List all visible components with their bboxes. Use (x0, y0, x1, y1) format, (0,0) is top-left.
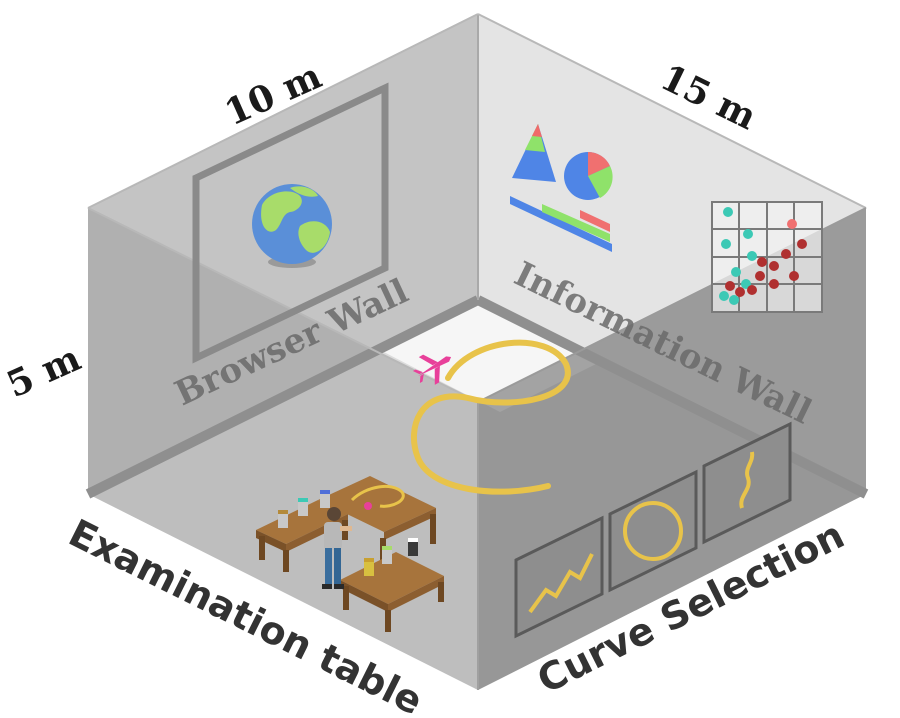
person-icon (322, 507, 352, 589)
airplane-icon (412, 354, 452, 385)
floating-curve (411, 339, 571, 495)
curve-selection-panels (514, 421, 792, 639)
height-label: 5 m (1, 337, 87, 406)
scatter-plot-icon (711, 201, 823, 313)
room-walls (85, 13, 869, 690)
globe-icon (252, 184, 332, 268)
shapes-chart-icon (510, 124, 613, 252)
curve-panel-1 (514, 515, 604, 639)
curve-panel-2 (608, 469, 698, 593)
browser-frame (192, 82, 389, 364)
